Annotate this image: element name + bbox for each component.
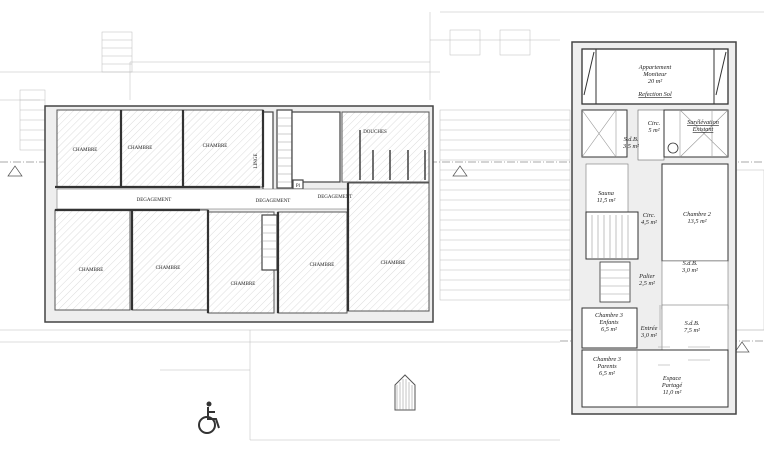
room-sanitaires: [291, 111, 341, 183]
room-label: 4,5 m²: [641, 219, 657, 226]
room-label: 2,5 m²: [639, 280, 655, 287]
room-label: Parents: [596, 363, 617, 370]
room-label: 3,0 m²: [681, 267, 698, 274]
room-chambre-3: [182, 109, 264, 188]
room-chambre-5: [131, 209, 209, 311]
room-label: 13,5 m²: [687, 218, 706, 225]
right-wing: [571, 41, 737, 415]
room-label: Sauna: [598, 190, 614, 197]
room-label: S.d.B.: [683, 260, 698, 267]
room-douches: [341, 111, 430, 183]
corridor-label: DEGAGEMENT: [256, 199, 291, 204]
room-label: Surélévation: [687, 119, 719, 126]
room-label: CHAMBRE: [231, 282, 256, 287]
room-label: Enfants: [598, 319, 619, 326]
room-chambre-7: [277, 211, 348, 314]
room-label: CHAMBRE: [128, 146, 153, 151]
room-label: 11,0 m²: [663, 389, 682, 396]
room-label: Moniteur: [642, 71, 667, 78]
room-linge: [262, 111, 274, 191]
room-label: Chambre 3: [593, 356, 621, 363]
room-label: CHAMBRE: [381, 261, 406, 266]
room-label: 5 m²: [648, 127, 659, 134]
room-label: Circ.: [648, 120, 661, 127]
stair-lower: [261, 214, 278, 271]
room-label: CHAMBRE: [310, 263, 335, 268]
accessibility-wheelchair-icon: [198, 401, 220, 434]
left-wing-labels: CHAMBRE CHAMBRE CHAMBRE LINGE Pl DOUCHES…: [73, 130, 406, 287]
room-label: DOUCHES: [363, 130, 387, 135]
room-label: Existant: [692, 126, 714, 133]
room-label: 3,0 m²: [640, 332, 657, 339]
room-label: 7,5 m²: [684, 327, 700, 334]
room-chambre-1: [56, 109, 122, 188]
room-chambre-4: [54, 209, 131, 311]
room-label: CHAMBRE: [156, 266, 181, 271]
room-label: S.d.B.: [624, 136, 639, 143]
left-wing: [44, 105, 434, 323]
room-label: Partagé: [661, 382, 683, 389]
room-label: CHAMBRE: [79, 268, 104, 273]
room-label: Entrée: [640, 325, 658, 332]
room-label: 6,5 m²: [599, 370, 615, 377]
room-label: Refection Sol: [637, 91, 672, 98]
corridor-label: DEGAGEMENT: [318, 195, 353, 200]
room-label: Palier: [638, 273, 655, 280]
right-wing-labels: Appartement Moniteur 20 m² Refection Sol…: [593, 64, 719, 396]
room-label: LINGE: [254, 154, 259, 169]
room-label: 11,5 m²: [597, 197, 616, 204]
room-label: 20 m²: [648, 78, 662, 85]
room-label: S.d.B.: [685, 320, 700, 327]
room-label: Appartement: [638, 64, 672, 71]
room-label: Circ.: [643, 212, 656, 219]
room-label: CHAMBRE: [203, 144, 228, 149]
room-label: Espace: [662, 375, 681, 382]
room-chambre-8: [347, 182, 430, 312]
room-label: Chambre 3: [595, 312, 623, 319]
corridor-label: DEGAGEMENT: [137, 198, 172, 203]
room-label: Chambre 2: [683, 211, 712, 218]
room-label: Pl: [296, 184, 301, 189]
stair-upper: [276, 109, 293, 189]
room-label: CHAMBRE: [73, 148, 98, 153]
room-label: 3,5 m²: [622, 143, 639, 150]
room-label: 6,5 m²: [601, 326, 617, 333]
